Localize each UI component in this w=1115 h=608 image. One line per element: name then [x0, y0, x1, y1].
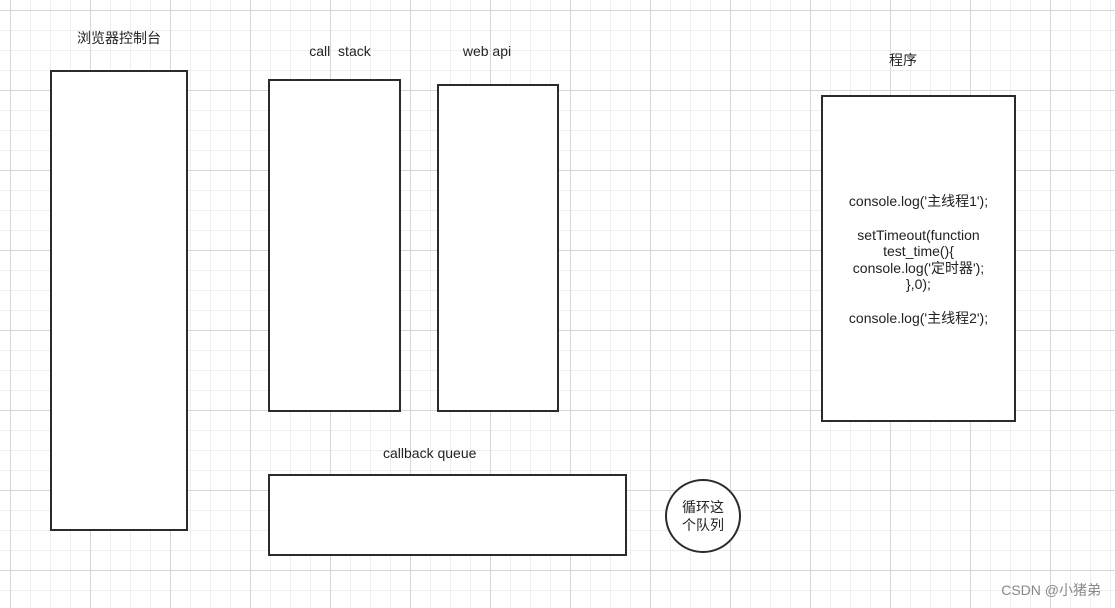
call-stack-title: call stack [309, 43, 371, 59]
browser-console-box [50, 70, 188, 531]
program-title: 程序 [889, 52, 917, 68]
code-line: setTimeout(function [857, 226, 980, 243]
callback-queue-title: callback queue [383, 445, 477, 461]
code-line: console.log('主线程2'); [848, 309, 989, 326]
web-api-box [437, 84, 559, 412]
code-line: console.log('主线程1'); [848, 193, 989, 209]
code-line: },0); [906, 276, 931, 293]
program-box: console.log('主线程1'); setTimeout(function… [821, 95, 1016, 422]
program-code: console.log('主线程1'); setTimeout(function… [823, 193, 1014, 327]
web-api-title: web api [462, 43, 512, 59]
browser-console-title: 浏览器控制台 [77, 30, 161, 46]
code-blank-line [823, 293, 1014, 310]
code-line: console.log('定时器'); [852, 259, 985, 276]
event-loop-label: 循环这个队列 [682, 499, 724, 533]
callback-queue-box [268, 474, 627, 556]
watermark: CSDN @小猪弟 [1001, 582, 1101, 598]
call-stack-box [268, 79, 401, 412]
code-blank-line [823, 210, 1014, 227]
code-line: test_time(){ [883, 243, 954, 260]
event-loop-circle: 循环这个队列 [665, 479, 741, 553]
